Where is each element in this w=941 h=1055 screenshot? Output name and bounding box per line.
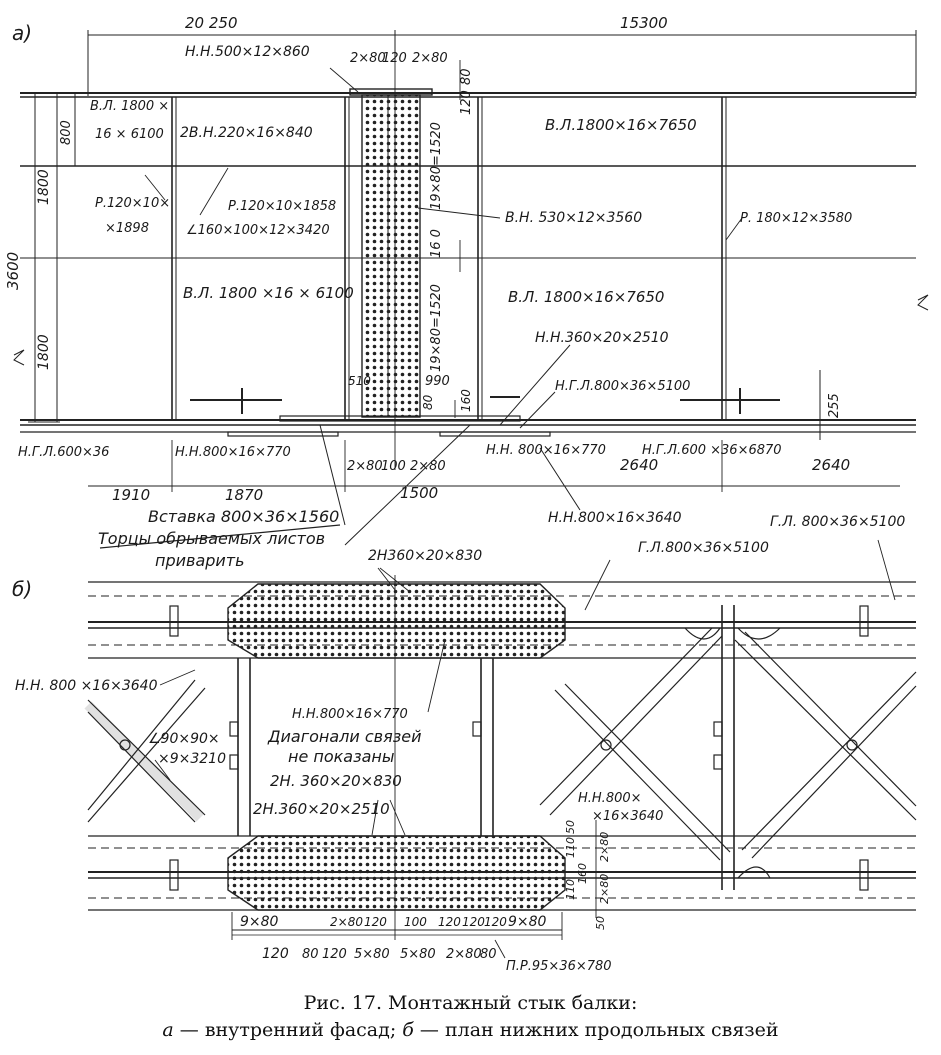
dim-2640-a: 2640: [620, 456, 658, 474]
caption-b: б: [402, 1019, 414, 1041]
label-nn-800-770-left: Н.Н.800×16×770: [175, 445, 291, 460]
dim-2x80-top-left: 2×80: [350, 51, 386, 66]
dim-800: 800: [59, 120, 74, 145]
dim-r-50-bot: 50: [594, 916, 607, 930]
dim-1500: 1500: [400, 484, 438, 502]
panel-b: [84, 539, 917, 959]
dim-1870: 1870: [225, 486, 263, 504]
panel-a-text: а) 20 250 15300 Н.Н.500×12×860 2×80 120 …: [4, 14, 852, 570]
label-diag-1: Диагонали связей: [267, 727, 421, 746]
label-r-120-1858: Р.120×10×1858: [228, 199, 336, 214]
label-gl-800-mid: Г.Л.800×36×5100: [638, 540, 769, 556]
dim-120-right: 120: [459, 90, 474, 115]
label-diag-2: не показаны: [288, 747, 395, 766]
panel-a-label: а): [12, 21, 32, 45]
label-2h360-830: 2Н. 360×20×830: [270, 772, 402, 790]
dim-100-bottom: 100: [381, 459, 406, 474]
dim-19x80-upper: 19×80=1520: [429, 122, 444, 210]
dim-b-100: 100: [404, 915, 427, 929]
dim-b2-120: 120: [262, 946, 289, 962]
label-vl-1800-7650: В.Л.1800×16×7650: [545, 116, 697, 134]
label-angle-90-a: ∠90×90×: [148, 731, 220, 747]
label-nn-800-3640-left: Н.Н. 800 ×16×3640: [15, 678, 158, 694]
figure-caption-title: Рис. 17. Монтажный стык балки:: [303, 992, 638, 1014]
dim-r-2x80-top: 2×80: [598, 832, 611, 862]
dim-b-9x80-right: 9×80: [508, 914, 547, 930]
label-ngl-600-6870: Н.Г.Л.600 ×36×6870: [642, 443, 782, 458]
dim-b2-5x80-b: 5×80: [400, 947, 436, 962]
dim-b-120-b: 120: [438, 915, 461, 929]
dim-1910: 1910: [112, 486, 150, 504]
dim-b2-2x80: 2×80: [446, 947, 482, 962]
caption-a-text: — внутренний фасад;: [173, 1019, 403, 1041]
dim-r-110-bot: 110: [564, 879, 577, 900]
label-vn-220: 2В.Н.220×16×840: [180, 125, 313, 141]
label-ngl-800: Н.Г.Л.800×36×5100: [555, 379, 690, 394]
label-nn-800-770-right: Н.Н. 800×16×770: [486, 443, 606, 458]
dim-160-bottom: 160: [459, 389, 473, 412]
label-vl-1800-7650-mid: В.Л. 1800×16×7650: [508, 288, 664, 306]
label-vn-530: В.Н. 530×12×3560: [505, 210, 642, 226]
label-gl-800-right: Г.Л. 800×36×5100: [770, 514, 905, 530]
label-vl-1800-6100-mid: В.Л. 1800 ×16 × 6100: [183, 284, 354, 302]
label-ngl-600-36: Н.Г.Л.600×36: [18, 445, 109, 460]
dim-r-2x80-bot: 2×80: [598, 874, 611, 904]
dim-19x80-lower: 19×80=1520: [429, 284, 444, 372]
label-pr-95: П.Р.95×36×780: [506, 959, 612, 974]
dim-b-9x80-left: 9×80: [240, 914, 279, 930]
label-ends-2: приварить: [155, 551, 245, 570]
label-nn-500: Н.Н.500×12×860: [185, 44, 310, 60]
label-2h360-2510: 2Н.360×20×2510: [253, 800, 390, 818]
dim-80-top: 80: [459, 68, 474, 85]
dim-3600: 3600: [4, 252, 22, 290]
dim-b-120-d: 120: [484, 915, 507, 929]
dim-2x80-bottom-right: 2×80: [410, 459, 446, 474]
dim-990: 990: [425, 374, 450, 389]
dim-15300: 15300: [620, 14, 668, 32]
dim-1800-upper: 1800: [36, 169, 52, 205]
label-angle-160: ∠160×100×12×3420: [186, 223, 330, 238]
dim-b2-80: 80: [302, 947, 319, 962]
figure-caption-legend: а — внутренний фасад; б — план нижних пр…: [0, 1019, 941, 1041]
dim-80-bottom: 80: [421, 394, 435, 410]
label-ends-1: Торцы обрываемых листов: [98, 529, 325, 548]
panel-b-label: б): [12, 577, 32, 601]
dim-2640-b: 2640: [812, 456, 850, 474]
label-nn-800-3640: Н.Н.800×16×3640: [548, 510, 682, 526]
dim-b-120-a: 120: [364, 915, 387, 929]
dim-r-110-top: 110: [564, 837, 577, 858]
label-r-120-b: ×1898: [105, 221, 149, 236]
dim-2x80-bottom-left: 2×80: [347, 459, 383, 474]
label-r-180: Р. 180×12×3580: [740, 211, 852, 226]
dim-r-50-top: 50: [564, 820, 577, 834]
panel-b-text: б) 2Н360×20×830 Г.Л.800×36×5100 Г.Л. 800…: [12, 514, 905, 974]
dim-160-mid: 16 0: [429, 229, 444, 258]
label-vl-1800-6100-a: В.Л. 1800 ×: [90, 99, 169, 114]
dim-20250: 20 250: [185, 14, 238, 32]
dim-1800-lower: 1800: [36, 334, 52, 370]
dim-255: 255: [827, 393, 842, 418]
label-nn-800-right-a: Н.Н.800×: [578, 791, 642, 806]
label-insert: Вставка 800×36×1560: [148, 507, 339, 526]
caption-b-text: — план нижних продольных связей: [413, 1019, 779, 1041]
dim-2x80-top-right: 2×80: [412, 51, 448, 66]
caption-a: а: [162, 1019, 174, 1041]
panel-a: [13, 30, 929, 549]
label-2h360-830-top: 2Н360×20×830: [368, 548, 482, 564]
label-nn-800-770: Н.Н.800×16×770: [292, 707, 408, 722]
dim-510: 510: [348, 374, 371, 388]
label-vl-1800-6100-b: 16 × 6100: [95, 127, 164, 142]
dim-b2-80b: 80: [480, 947, 497, 962]
label-angle-90-b: ×9×3210: [158, 751, 226, 767]
label-r-120-a: Р.120×10×: [95, 196, 170, 211]
dim-b2-5x80-a: 5×80: [354, 947, 390, 962]
dim-r-160: 160: [576, 863, 589, 884]
label-nn-800-right-b: ×16×3640: [592, 809, 663, 824]
dim-120-top: 120: [382, 51, 407, 66]
beam-joint-drawing: а) 20 250 15300 Н.Н.500×12×860 2×80 120 …: [4, 14, 929, 974]
dim-b-2x80: 2×80: [330, 915, 363, 929]
label-nn-360: Н.Н.360×20×2510: [535, 330, 669, 346]
dim-b-120-c: 120: [462, 915, 485, 929]
dim-b2-120b: 120: [322, 947, 347, 962]
